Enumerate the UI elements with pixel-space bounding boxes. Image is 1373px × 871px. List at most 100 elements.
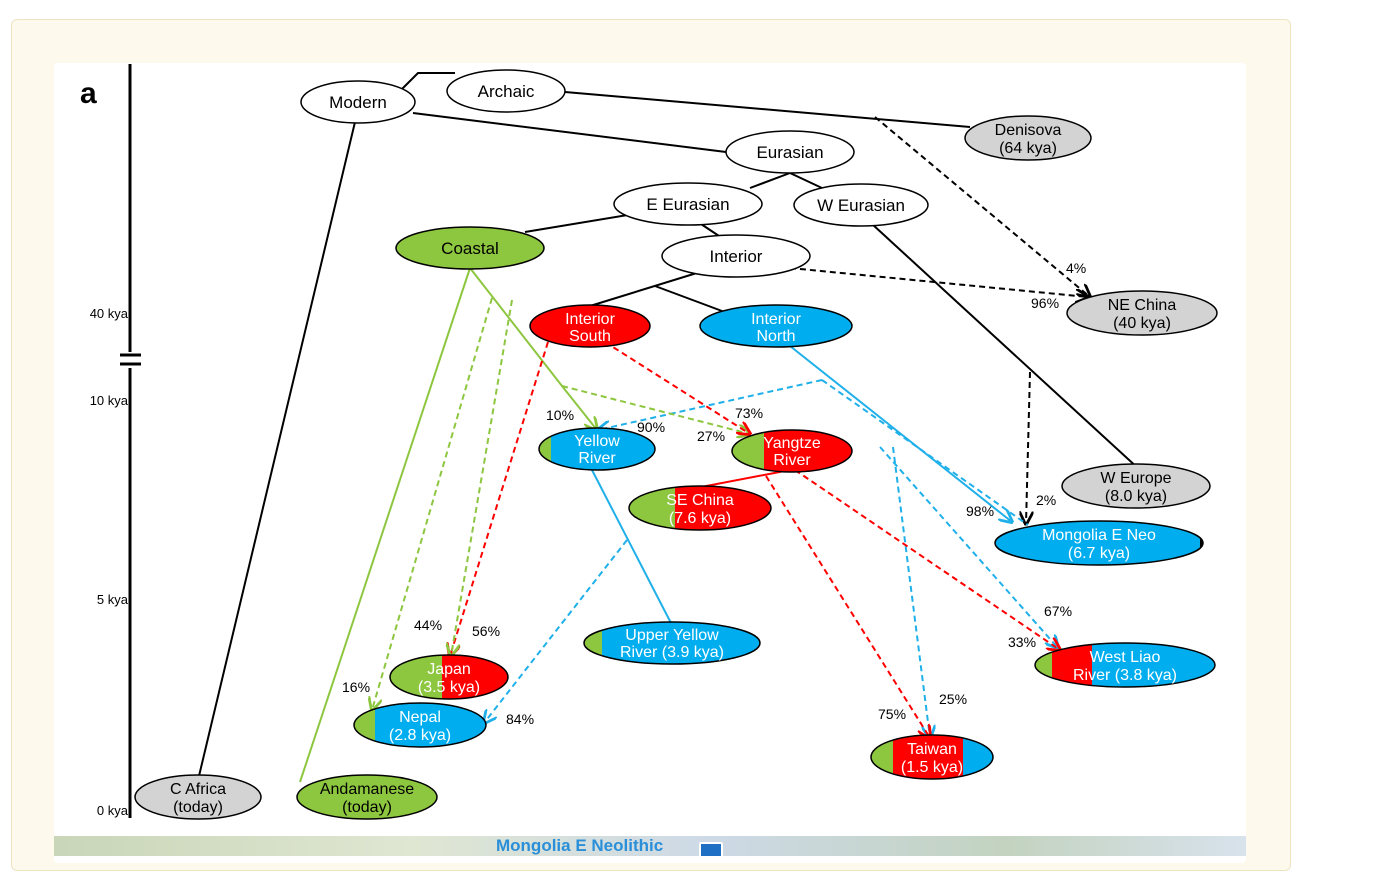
- node-yellow-river: Yellow River: [538, 427, 656, 471]
- yellow-river-coastal-fill: [539, 428, 551, 470]
- svg-text:W Eurasian: W Eurasian: [817, 196, 905, 215]
- admix-coastal-nepal: [372, 297, 493, 710]
- svg-text:(2.8 kya): (2.8 kya): [389, 727, 451, 744]
- admix-north-mongolia: [821, 379, 1029, 526]
- node-interior-south: Interior South: [529, 304, 651, 348]
- taiwan-south-fill: [893, 735, 963, 779]
- svg-text:Archaic: Archaic: [478, 82, 535, 101]
- pct-label: 33%: [1008, 634, 1036, 650]
- svg-text:SE China: SE China: [666, 492, 734, 509]
- svg-text:Japan: Japan: [427, 661, 471, 678]
- node-denisova: Denisova (64 kya): [964, 115, 1092, 161]
- svg-text:(64 kya): (64 kya): [999, 140, 1057, 157]
- pct-label: 98%: [966, 503, 994, 519]
- admixture-edges: [372, 116, 1090, 738]
- pct-label: 73%: [735, 405, 763, 421]
- svg-text:(1.5 kya): (1.5 kya): [901, 759, 963, 776]
- edge-yellow-upper-yellow: [591, 469, 673, 626]
- phylogeny-panel: a 40 kya 10 kya 5 kya 0 kya: [54, 63, 1246, 863]
- pct-label: 90%: [637, 419, 665, 435]
- admix-north-yellow: [598, 379, 823, 430]
- tick-label: 10 kya: [90, 393, 129, 408]
- svg-text:E Eurasian: E Eurasian: [646, 195, 729, 214]
- svg-text:Taiwan: Taiwan: [907, 741, 957, 758]
- svg-text:Denisova: Denisova: [995, 122, 1062, 139]
- admix-south-yangtze: [604, 341, 750, 434]
- svg-text:Upper Yellow: Upper Yellow: [625, 627, 719, 644]
- svg-text:Eurasian: Eurasian: [756, 143, 823, 162]
- pct-label: 75%: [878, 706, 906, 722]
- admixture-percentages: 4% 96% 10% 90% 27% 73% 98% 2% 44% 56% 16…: [342, 260, 1086, 727]
- pct-label: 4%: [1066, 260, 1086, 276]
- edge-eurasian-eeurasian: [749, 172, 791, 189]
- mongolia-w-fill: [1200, 521, 1203, 565]
- map-marker-icon[interactable]: [699, 842, 723, 856]
- edge-coastal-andamanese: [299, 267, 471, 783]
- admix-denisova-nechina: [874, 116, 1090, 297]
- svg-text:South: South: [569, 328, 611, 345]
- pct-label: 16%: [342, 679, 370, 695]
- svg-text:Yangtze: Yangtze: [763, 435, 821, 452]
- svg-text:(40 kya): (40 kya): [1113, 315, 1171, 332]
- admix-yangtze-taiwan: [765, 475, 930, 738]
- svg-text:(today): (today): [173, 799, 223, 816]
- pct-label: 56%: [472, 623, 500, 639]
- node-w-eurasian: W Eurasian: [793, 183, 929, 227]
- panel-label: a: [80, 77, 97, 110]
- svg-text:North: North: [756, 328, 795, 345]
- node-ne-china: NE China (40 kya): [1066, 290, 1218, 336]
- svg-text:(today): (today): [342, 799, 392, 816]
- edge-modern-cafrica: [198, 121, 356, 777]
- admix-yellow-nepal: [484, 539, 628, 723]
- pct-label: 96%: [1031, 295, 1059, 311]
- taiwan-north-fill: [963, 735, 993, 779]
- svg-text:River: River: [773, 452, 811, 469]
- node-w-europe: W Europe (8.0 kya): [1061, 463, 1211, 509]
- edge-interior-south: [589, 271, 701, 307]
- upper-yellow-coastal-fill: [584, 622, 602, 664]
- pct-label: 44%: [414, 617, 442, 633]
- node-andamanese: Andamanese (today): [296, 774, 438, 820]
- edge-root: [401, 72, 455, 90]
- edge-eeurasian-coastal: [524, 212, 641, 233]
- admix-north-taiwan: [892, 446, 930, 738]
- mongolia-north-fill: [995, 521, 1200, 565]
- pct-label: 27%: [697, 428, 725, 444]
- svg-text:River: River: [578, 450, 616, 467]
- svg-text:River (3.9 kya): River (3.9 kya): [620, 644, 724, 661]
- svg-text:Coastal: Coastal: [441, 239, 499, 258]
- pct-label: 67%: [1044, 603, 1072, 619]
- svg-text:Mongolia E Neo: Mongolia E Neo: [1042, 527, 1156, 544]
- node-nepal: Nepal (2.8 kya): [353, 702, 487, 748]
- svg-text:(6.7 kya): (6.7 kya): [1068, 545, 1130, 562]
- admix-interior-nechina: [789, 267, 1088, 297]
- admix-yangtze-westliao: [794, 469, 1060, 650]
- node-west-liao-river: West Liao River (3.8 kya): [1034, 642, 1216, 688]
- node-interior: Interior: [661, 234, 811, 278]
- admix-weurasian-mongolia: [1026, 371, 1030, 524]
- tick-label: 5 kya: [97, 592, 129, 607]
- node-japan: Japan (3.5 kya): [389, 654, 509, 700]
- admixture-graph: a 40 kya 10 kya 5 kya 0 kya: [80, 64, 1218, 820]
- time-axis: 40 kya 10 kya 5 kya 0 kya: [90, 64, 141, 818]
- node-modern: Modern: [300, 80, 416, 124]
- edge-north-mongolia: [789, 345, 1012, 522]
- west-liao-coastal-fill: [1035, 643, 1052, 687]
- node-coastal: Coastal: [395, 226, 545, 270]
- svg-text:(7.6 kya): (7.6 kya): [669, 510, 731, 527]
- pct-label: 25%: [939, 691, 967, 707]
- admix-coastal-japan: [451, 299, 513, 656]
- node-e-eurasian: E Eurasian: [613, 182, 763, 226]
- svg-text:C Africa: C Africa: [170, 781, 226, 798]
- map-label-mongolia: Mongolia E Neolithic: [496, 836, 664, 855]
- node-interior-north: Interior North: [699, 304, 853, 348]
- yellow-river-north-fill: [551, 428, 655, 470]
- pct-label: 10%: [546, 407, 574, 423]
- admix-south-japan: [450, 341, 549, 656]
- svg-text:Interior: Interior: [751, 311, 801, 328]
- svg-text:W Europe: W Europe: [1100, 470, 1171, 487]
- map-preview-strip: Mongolia E Neolithic: [54, 836, 1246, 856]
- node-archaic: Archaic: [446, 69, 566, 113]
- svg-text:Andamanese: Andamanese: [320, 781, 414, 798]
- node-mongolia-e-neo: Mongolia E Neo (6.7 kya): [994, 520, 1204, 566]
